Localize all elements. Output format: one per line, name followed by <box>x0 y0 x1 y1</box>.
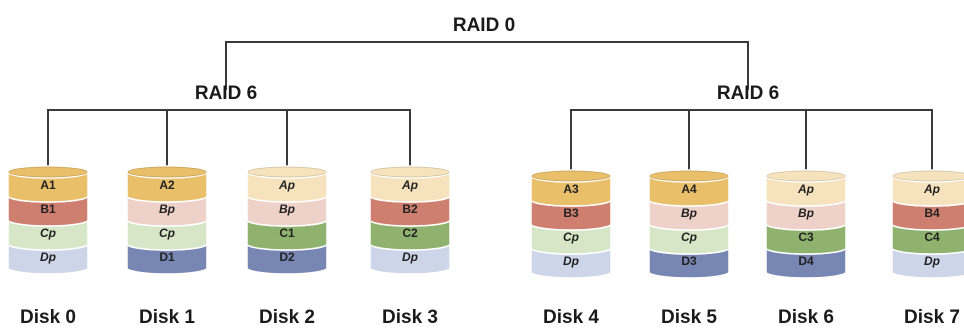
block-label: B1 <box>40 202 56 216</box>
raid0-label: RAID 0 <box>453 15 515 36</box>
block-a: Ap <box>765 169 847 207</box>
block-label: A3 <box>563 182 579 196</box>
block-label: Cp <box>159 226 175 240</box>
block-label: A1 <box>40 178 56 192</box>
disk-label: Disk 0 <box>20 307 76 328</box>
disk-label: Disk 3 <box>382 307 438 328</box>
block-a: Ap <box>891 169 964 207</box>
block-label: Dp <box>563 254 579 268</box>
block-label: Cp <box>563 230 579 244</box>
block-a: Ap <box>246 165 328 203</box>
block-label: A4 <box>681 182 697 196</box>
raid-tree: RAID 0 RAID 6 RAID 6 <box>47 15 933 176</box>
raid6-right-label: RAID 6 <box>717 83 779 104</box>
block-a: A4 <box>648 169 730 207</box>
disk-label: Disk 6 <box>778 307 834 328</box>
block-label: A2 <box>159 178 175 192</box>
block-label: B3 <box>563 206 579 220</box>
block-label: Ap <box>923 182 940 196</box>
block-label: C1 <box>279 226 295 240</box>
block-label: C3 <box>798 230 814 244</box>
block-label: B4 <box>924 206 940 220</box>
block-label: D1 <box>159 250 175 264</box>
disk-label: Disk 5 <box>661 307 717 328</box>
block-label: Cp <box>40 226 56 240</box>
block-label: Bp <box>279 202 295 216</box>
block-a: A3 <box>530 169 612 207</box>
block-label: C2 <box>402 226 418 240</box>
block-a: A2 <box>126 165 208 203</box>
disk-label: Disk 4 <box>543 307 599 328</box>
block-label: Ap <box>401 178 418 192</box>
block-label: Bp <box>798 206 814 220</box>
block-label: Bp <box>159 202 175 216</box>
raid6-right-connector <box>570 109 933 176</box>
disk-label: Disk 2 <box>259 307 315 328</box>
block-label: Ap <box>797 182 814 196</box>
block-a: Ap <box>369 165 451 203</box>
block-label: D4 <box>798 254 814 268</box>
block-a: A1 <box>7 165 89 203</box>
block-label: Dp <box>40 250 56 264</box>
block-label: B2 <box>402 202 418 216</box>
disk-label: Disk 1 <box>139 307 195 328</box>
block-label: Dp <box>402 250 418 264</box>
block-label: Dp <box>924 254 940 268</box>
raid6-left-label: RAID 6 <box>195 83 257 104</box>
disk-label: Disk 7 <box>904 307 960 328</box>
block-label: Bp <box>681 206 697 220</box>
raid6-left-connector <box>47 109 411 172</box>
raid0-connector <box>225 41 749 90</box>
block-label: C4 <box>924 230 940 244</box>
block-label: D2 <box>279 250 295 264</box>
block-label: D3 <box>681 254 697 268</box>
block-label: Cp <box>681 230 697 244</box>
block-label: Ap <box>278 178 295 192</box>
